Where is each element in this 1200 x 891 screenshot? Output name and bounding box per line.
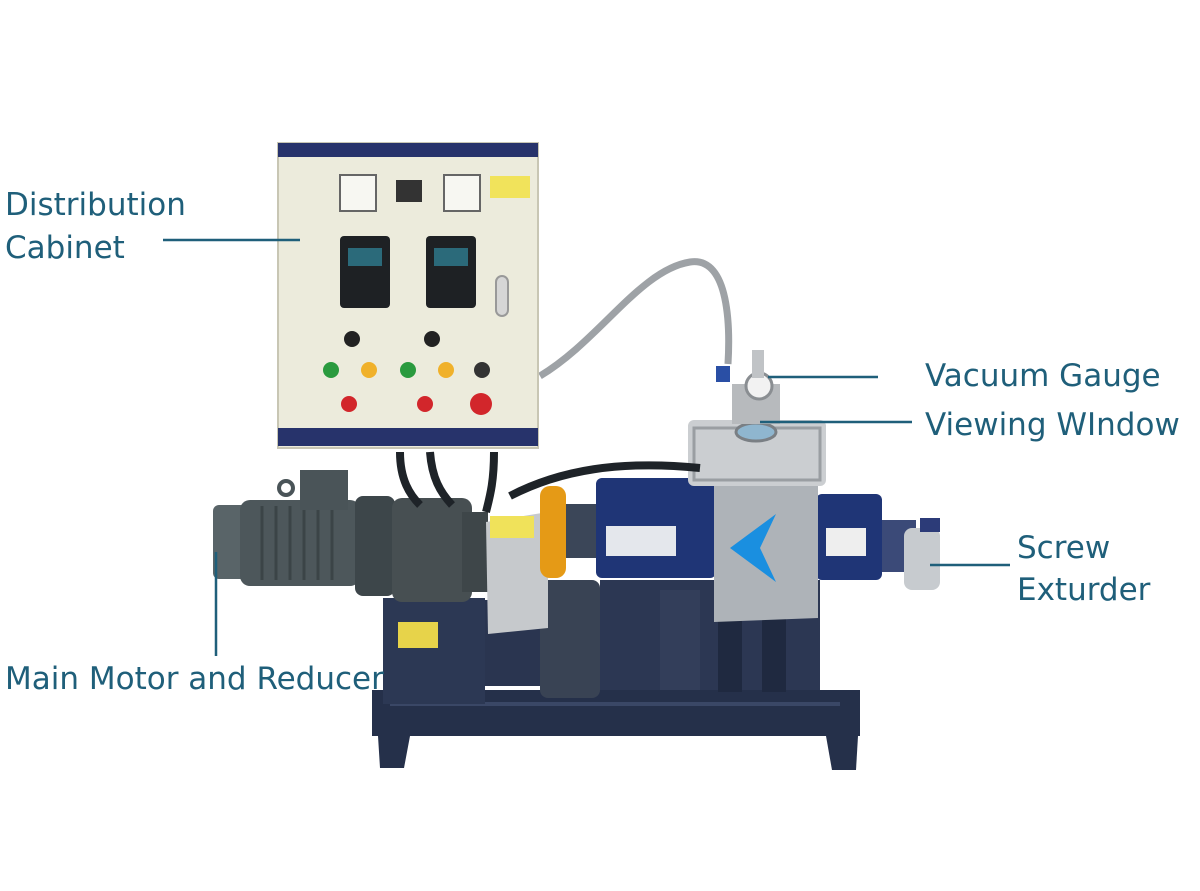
- label-distribution-cabinet-line1: Distribution: [5, 187, 186, 223]
- cables: [396, 451, 701, 513]
- label-viewing-window: Viewing WIndow: [925, 407, 1180, 443]
- leader-lines: [163, 238, 1010, 656]
- vacuum-hose: [538, 258, 733, 380]
- distribution-cabinet: [277, 142, 539, 449]
- label-distribution-cabinet-line2: Cabinet: [5, 230, 125, 266]
- label-screw-extruder-line2: Exturder: [1017, 572, 1151, 608]
- vacuum-lid-assembly: [688, 350, 826, 486]
- kneader-body: [596, 478, 940, 622]
- label-main-motor-and-reducer: Main Motor and Reducer: [5, 661, 384, 697]
- reducer-gearbox: [383, 580, 600, 704]
- label-screw-extruder-line1: Screw: [1017, 530, 1111, 566]
- label-vacuum-gauge: Vacuum Gauge: [925, 358, 1161, 394]
- main-motor: [213, 470, 488, 602]
